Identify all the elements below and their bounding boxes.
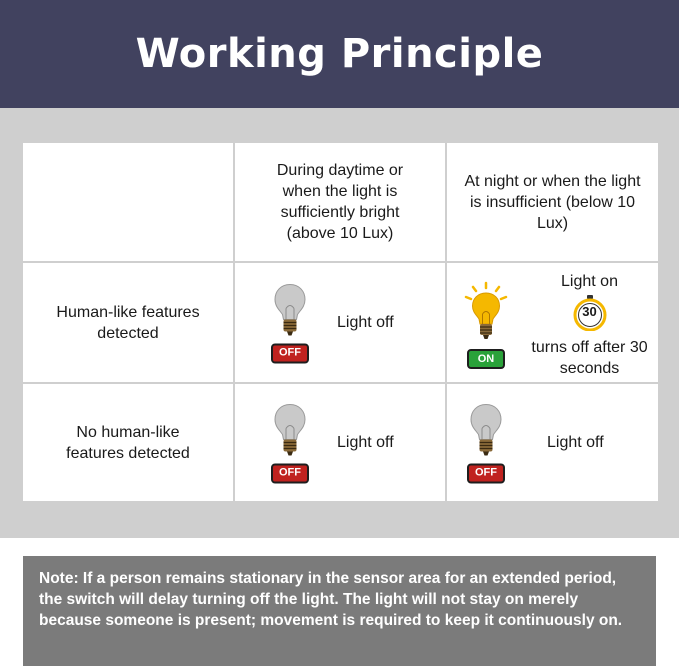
cell-not-detected-day: OFF Light off	[235, 384, 445, 501]
bulb-group: OFF	[463, 402, 509, 483]
state-text: Light on	[561, 273, 618, 290]
page-title: Working Principle	[135, 31, 544, 77]
timer-icon: 30	[572, 295, 608, 331]
row-label-detected-text: Human-like features detected	[56, 303, 200, 342]
cell-detected-day: OFF Light off	[235, 263, 445, 382]
bulb-group: OFF	[267, 402, 313, 483]
principle-table: During daytime or when the light is suff…	[23, 143, 658, 503]
state-text: Light off	[547, 434, 604, 451]
state-text: Light off	[337, 314, 394, 331]
state-text: Light off	[337, 434, 394, 451]
timer-seconds: 30	[582, 304, 597, 319]
note-box: Note: If a person remains stationary in …	[23, 556, 656, 666]
bulb-group: OFF	[267, 282, 313, 363]
on-badge: ON	[467, 349, 505, 369]
bulb-group: ON	[463, 281, 509, 369]
bulb-off-icon	[274, 403, 306, 455]
cell-detected-night: ON Light on 30 turns off after 30 second…	[447, 263, 658, 382]
bulb-off-icon	[274, 283, 306, 335]
auto-off-detail: turns off after 30 seconds	[531, 339, 648, 377]
night-column-header-text: At night or when the light is insufficie…	[464, 172, 641, 232]
day-column-header: During daytime or when the light is suff…	[235, 143, 445, 261]
bulb-off-icon	[470, 403, 502, 455]
cell-not-detected-night: OFF Light off	[447, 384, 658, 501]
night-column-header: At night or when the light is insufficie…	[447, 143, 658, 261]
header-banner: Working Principle	[0, 0, 679, 108]
off-badge: OFF	[467, 463, 505, 483]
corner-header-cell	[23, 143, 233, 261]
off-badge: OFF	[271, 343, 309, 363]
row-label-not-detected-text: No human-like features detected	[66, 423, 190, 462]
row-label-not-detected: No human-like features detected	[23, 384, 233, 501]
off-badge: OFF	[271, 463, 309, 483]
bulb-on-icon	[464, 281, 508, 339]
row-label-detected: Human-like features detected	[23, 263, 233, 382]
day-column-header-text: During daytime or when the light is suff…	[276, 162, 404, 242]
light-on-info: Light on 30 turns off after 30 seconds	[525, 271, 654, 379]
note-text: Note: If a person remains stationary in …	[39, 570, 623, 629]
